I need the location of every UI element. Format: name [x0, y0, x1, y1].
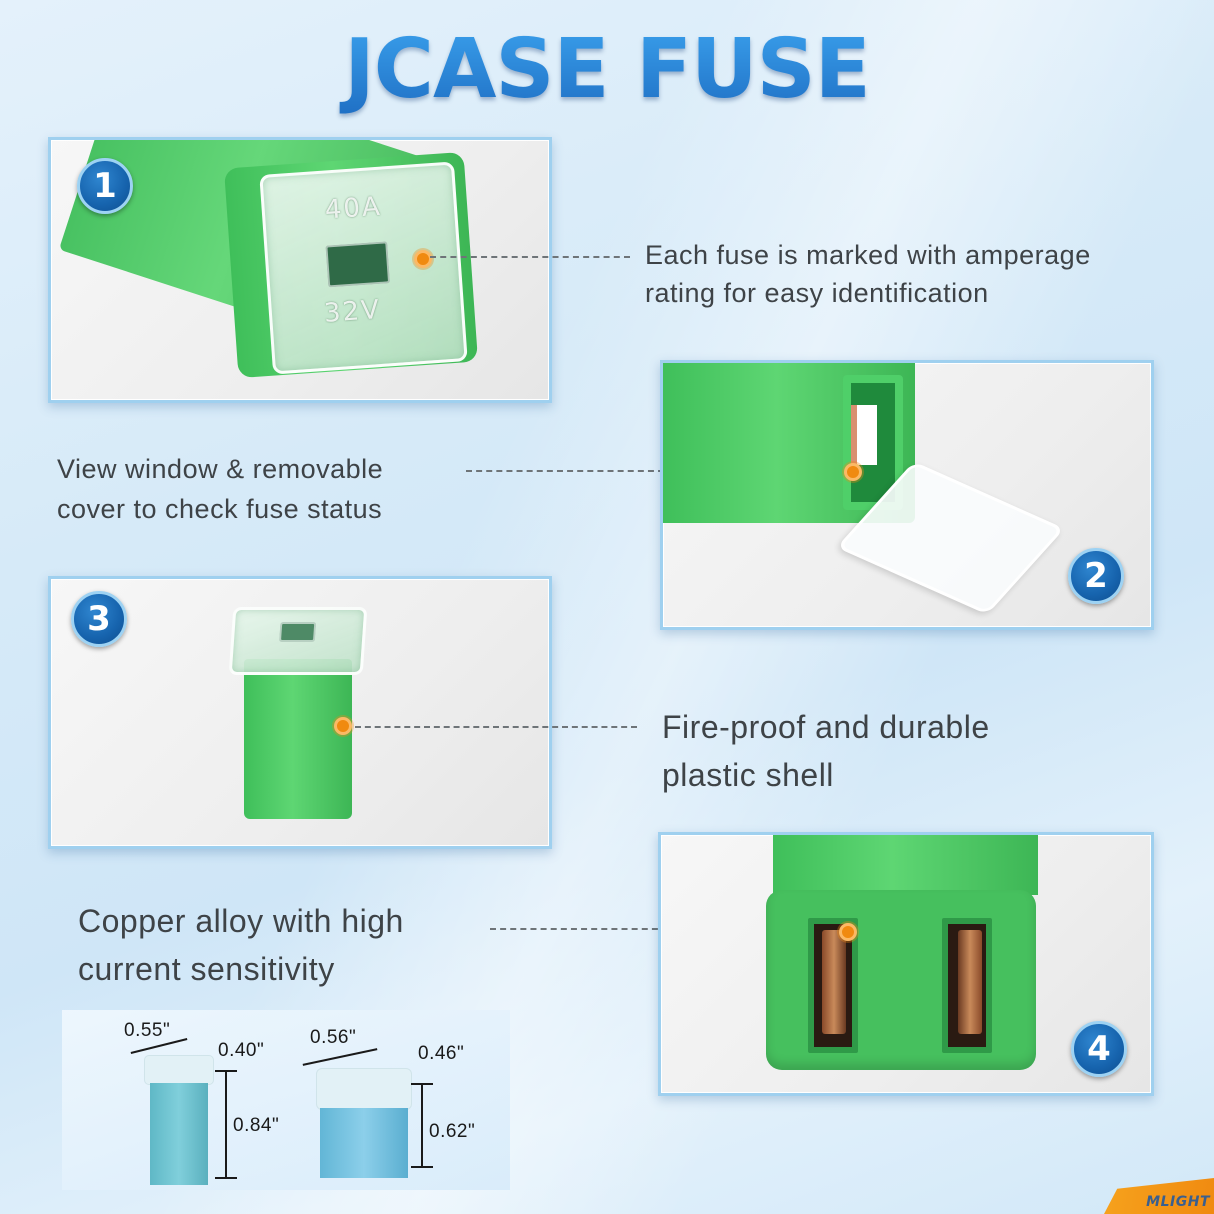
view-window-small — [278, 622, 317, 642]
view-window — [325, 241, 391, 288]
pointer-dot-3 — [334, 717, 352, 735]
leader-line-1 — [430, 256, 630, 258]
center-divider — [858, 960, 942, 1054]
short-fuse-width-label: 0.56" — [310, 1027, 357, 1048]
tall-fuse-width-label: 0.55" — [124, 1020, 171, 1041]
terminal-slot-right — [942, 918, 992, 1053]
short-fuse-depth-label: 0.46" — [418, 1043, 465, 1064]
short-height-bottom — [411, 1166, 433, 1168]
caption-4-line-1: Copper alloy with high — [78, 903, 404, 939]
tall-fuse-body — [150, 1083, 208, 1185]
short-fuse-height-label: 0.62" — [429, 1121, 476, 1142]
dimension-diagram: 0.55" 0.40" 0.84" 0.56" 0.46" 0.62" — [62, 1010, 510, 1190]
voltage-marking: 32V — [323, 294, 382, 329]
caption-3-line-1: Fire-proof and durable — [662, 709, 990, 745]
fuse-standing-cover — [228, 607, 368, 675]
caption-2-line-2: cover to check fuse status — [57, 494, 383, 524]
short-width-line — [302, 1048, 378, 1066]
m-logo-icon: M — [1146, 1194, 1161, 1210]
tall-height-bottom — [215, 1177, 237, 1179]
fuse-standing-body — [244, 659, 352, 819]
badge-1: 1 — [77, 158, 133, 214]
badge-4: 4 — [1071, 1021, 1127, 1077]
feature-panel-1: 40A 32V 1 — [48, 137, 552, 403]
caption-1: Each fuse is marked with amperage rating… — [645, 236, 1091, 312]
caption-1-line-1: Each fuse is marked with amperage — [645, 240, 1091, 270]
tall-fuse-depth-label: 0.40" — [218, 1040, 265, 1061]
fuse-clear-cover: 40A 32V — [259, 161, 468, 375]
caption-2: View window & removable cover to check f… — [57, 449, 383, 529]
short-fuse-body — [320, 1108, 408, 1178]
short-fuse-image — [316, 1068, 412, 1178]
caption-2-line-1: View window & removable — [57, 454, 384, 484]
copper-terminal-right — [958, 930, 982, 1034]
short-height-line — [421, 1083, 423, 1167]
copper-terminal-left — [822, 930, 846, 1034]
caption-3-line-2: plastic shell — [662, 757, 834, 793]
pointer-dot-2 — [844, 463, 862, 481]
caption-1-line-2: rating for easy identification — [645, 278, 989, 308]
leader-line-3 — [355, 726, 637, 728]
fuse-terminal-face — [766, 890, 1036, 1070]
pointer-dot-4 — [839, 923, 857, 941]
tall-fuse-height-label: 0.84" — [233, 1115, 280, 1136]
fuse-element — [851, 405, 877, 465]
tall-height-top — [215, 1070, 237, 1072]
feature-panel-2: 2 — [660, 360, 1154, 630]
pointer-dot-1 — [414, 250, 432, 268]
caption-4-line-2: current sensitivity — [78, 951, 335, 987]
feature-panel-3: 3 — [48, 576, 552, 849]
short-fuse-cover — [316, 1068, 412, 1110]
page-title: JCASE FUSE — [0, 22, 1214, 117]
brand-logo: MLIGHT — [1146, 1194, 1210, 1210]
amperage-marking: 40A — [323, 191, 383, 226]
caption-4: Copper alloy with high current sensitivi… — [78, 897, 404, 993]
badge-2: 2 — [1068, 548, 1124, 604]
badge-3: 3 — [71, 591, 127, 647]
short-height-top — [411, 1083, 433, 1085]
tall-fuse-cover — [144, 1055, 214, 1085]
leader-line-2 — [466, 470, 846, 472]
fuse-top-body — [773, 835, 1038, 895]
caption-3: Fire-proof and durable plastic shell — [662, 703, 990, 799]
brand-logo-text: LIGHT — [1160, 1194, 1210, 1210]
feature-panel-4: 4 — [658, 832, 1154, 1096]
tall-fuse-image — [144, 1055, 214, 1185]
tall-height-line — [225, 1070, 227, 1178]
